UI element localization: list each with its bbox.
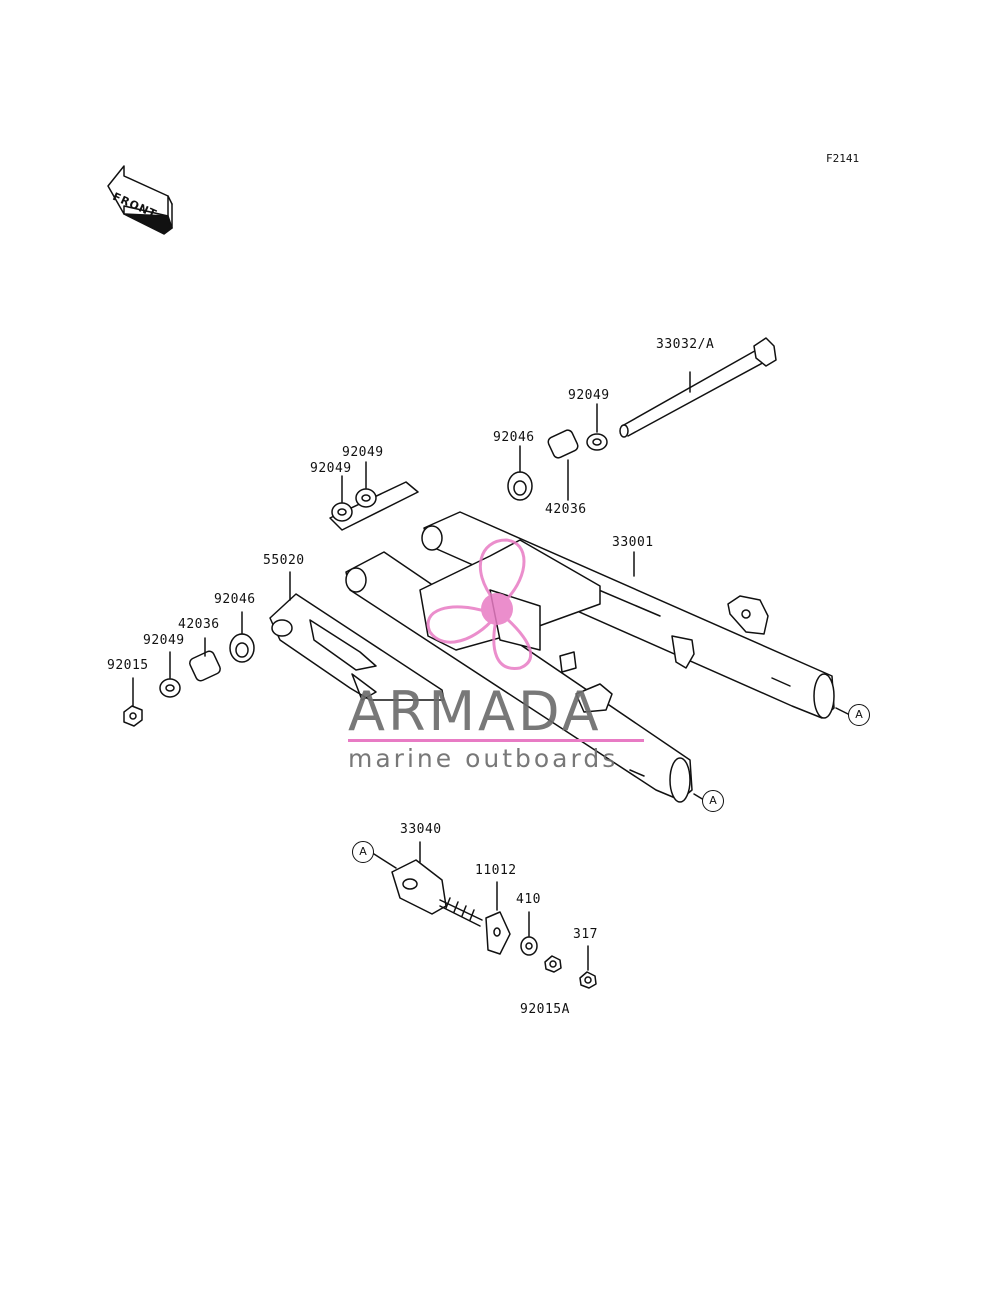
- collar-92049-left-pair: [329, 461, 419, 531]
- nut-92015A: [544, 955, 562, 973]
- washer-410: [520, 911, 538, 956]
- bushing-42036-left: [189, 637, 221, 682]
- part-label-42036-top: 42036: [545, 502, 587, 517]
- part-label-42036-left: 42036: [178, 617, 220, 632]
- part-label-92049-top: 92049: [568, 388, 610, 403]
- chain-adjuster-33040: [373, 841, 483, 927]
- bushing-42036-top: [547, 429, 579, 501]
- part-label-317: 317: [573, 927, 598, 942]
- part-label-33001: 33001: [612, 535, 654, 550]
- part-label-92049-a: 92049: [342, 445, 384, 460]
- ref-marker-a-right: A: [848, 704, 870, 726]
- bearing-92046-top: [507, 445, 533, 501]
- collar-92049-top: [586, 403, 608, 451]
- part-label-92046-top: 92046: [493, 430, 535, 445]
- part-label-33040: 33040: [400, 822, 442, 837]
- part-label-55020: 55020: [263, 553, 305, 568]
- front-arrow-icon: [107, 165, 173, 235]
- bearing-92046-left: [229, 611, 255, 663]
- chain-guard-55020: [269, 571, 445, 701]
- part-label-92046-left: 92046: [214, 592, 256, 607]
- part-label-410: 410: [516, 892, 541, 907]
- watermark-title: ARMADA: [348, 680, 602, 743]
- ref-marker-a-left: A: [702, 790, 724, 812]
- axle-33032: [619, 337, 777, 438]
- nut-92015: [123, 677, 143, 727]
- part-label-92015: 92015: [107, 658, 149, 673]
- watermark-subtitle: marine outboards: [348, 744, 619, 773]
- watermark-logo-icon: [426, 538, 533, 670]
- part-label-92015A: 92015A: [520, 1002, 570, 1017]
- part-label-92049-left: 92049: [143, 633, 185, 648]
- collar-92049-left: [159, 651, 181, 698]
- nut-317: [579, 945, 597, 989]
- figure-code: F2141: [826, 152, 860, 165]
- ref-marker-a-adjuster: A: [352, 841, 374, 863]
- watermark-divider: [348, 739, 644, 742]
- plate-11012: [485, 881, 511, 955]
- part-label-92049-b: 92049: [310, 461, 352, 476]
- part-label-33032-A: 33032/A: [656, 337, 715, 352]
- part-label-11012: 11012: [475, 863, 517, 878]
